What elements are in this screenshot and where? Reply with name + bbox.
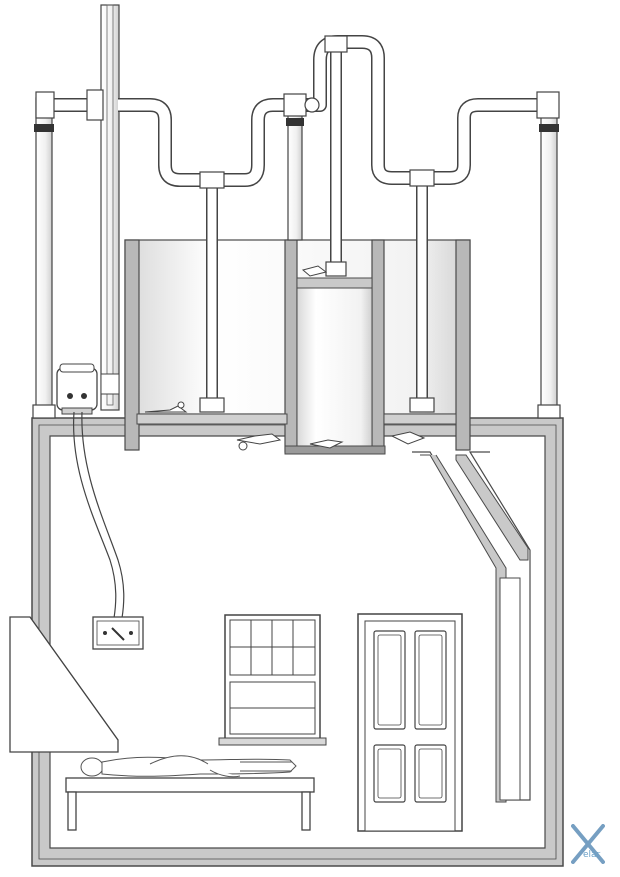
watermark-text: elar: [583, 850, 601, 860]
wall-switch: [92, 616, 144, 650]
window: [218, 614, 327, 746]
pipework: [44, 35, 548, 405]
control-cable: [72, 411, 125, 619]
door: [357, 613, 463, 832]
pipe-fittings: [35, 35, 560, 413]
table: [65, 777, 315, 831]
delivery-chute: [412, 451, 531, 803]
watermark: elar: [571, 824, 605, 864]
reclining-figure: [80, 755, 297, 778]
x-logo-icon: [571, 824, 605, 864]
control-box: [56, 363, 120, 415]
tank-enclosure: [124, 239, 471, 455]
wall-hood: [9, 616, 119, 753]
chamber-details: [144, 265, 426, 451]
